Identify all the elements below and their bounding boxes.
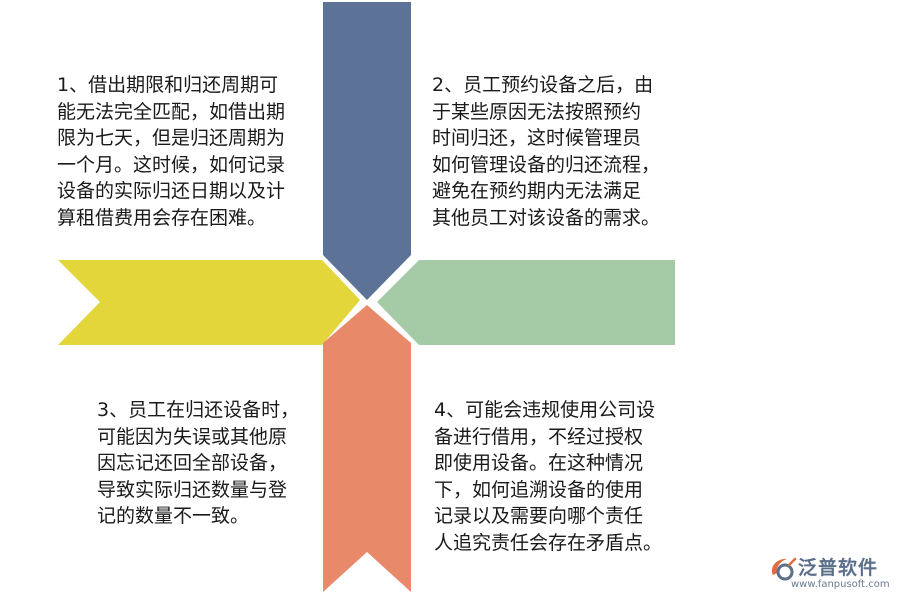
- note-4: 4、可能会违规使用公司设 备进行借用，不经过授权 即使用设备。在这种情况 下，如…: [434, 399, 663, 554]
- top-chevron: [323, 2, 411, 300]
- logo-name: 泛普软件: [798, 557, 879, 579]
- bottom-chevron: [323, 305, 411, 592]
- fanpu-logo: 泛普软件 www.fanpusoft.com: [767, 553, 892, 595]
- left-chevron: [58, 260, 360, 345]
- logo-url: www.fanpusoft.com: [791, 579, 890, 590]
- logo-mark-icon: [771, 557, 797, 581]
- note-3: 3、员工在归还设备时， 可能因为失误或其他原 因忘记还回全部设备， 导致实际归还…: [97, 399, 300, 527]
- note-2: 2、员工预约设备之后，由 于某些原因无法按照预约 时间归还，这时候管理员 如何管…: [432, 74, 661, 229]
- right-chevron: [377, 260, 675, 345]
- note-1: 1、借出期限和归还周期可 能无法完全匹配，如借出期 限为七天，但是归还周期为 一…: [57, 74, 286, 229]
